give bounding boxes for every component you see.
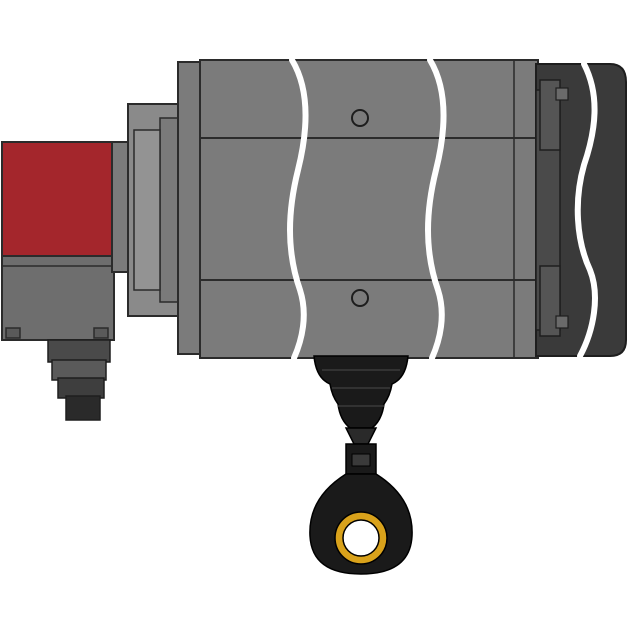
actuator-housing (177, 59, 539, 359)
motor-foot-right (93, 327, 109, 339)
wavy-break-line-icon (574, 61, 598, 359)
end-cap (535, 61, 627, 359)
bellows-top (313, 355, 409, 429)
connector-cable (65, 395, 101, 421)
motor-gray-base (1, 255, 115, 341)
bearing-bore (342, 519, 380, 557)
end-cap-latch-top (555, 87, 569, 101)
wavy-break-line-icon (425, 57, 447, 361)
flange-step (133, 129, 161, 291)
cable-connector (47, 339, 111, 421)
connector-gland (57, 377, 105, 399)
encoder-motor (1, 141, 129, 341)
motor-red-housing (1, 141, 115, 259)
connector-body (51, 359, 107, 381)
end-cap-clip-top (539, 79, 561, 151)
motor-adapter (111, 141, 129, 273)
wavy-break-line-icon (287, 57, 309, 361)
end-cap-clip-bottom (539, 265, 561, 337)
connector-nut (47, 339, 111, 363)
bellows-neck (344, 427, 378, 445)
break-lines (287, 57, 447, 361)
mounting-flange (127, 103, 181, 317)
screw-head-icon (351, 289, 369, 307)
rod-end (309, 443, 413, 575)
end-cap-latch-bottom (555, 315, 569, 329)
housing-shoulder (177, 61, 203, 355)
rod-bellows (313, 355, 409, 445)
screw-head-icon (351, 109, 369, 127)
housing-body (199, 59, 539, 359)
motor-foot-left (5, 327, 21, 339)
rod-end-shank-detail (351, 453, 371, 467)
